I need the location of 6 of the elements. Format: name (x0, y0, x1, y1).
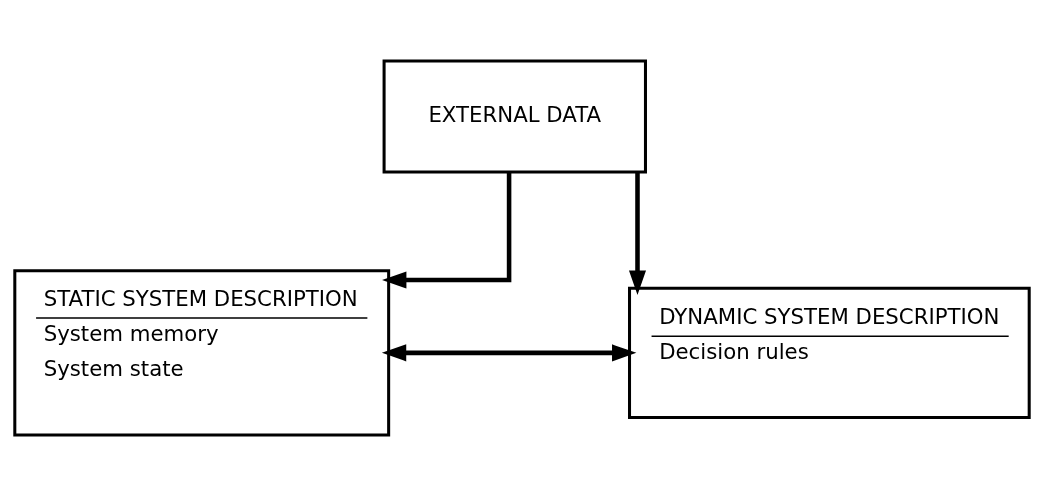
node-box: STATIC SYSTEM DESCRIPTION System memory System state (13, 269, 391, 437)
node-box: DYNAMIC SYSTEM DESCRIPTION Decision rules (628, 286, 1031, 419)
arrow (381, 344, 637, 362)
node-box: EXTERNAL DATA (382, 59, 647, 174)
arrow (382, 172, 512, 289)
arrow (628, 172, 647, 295)
